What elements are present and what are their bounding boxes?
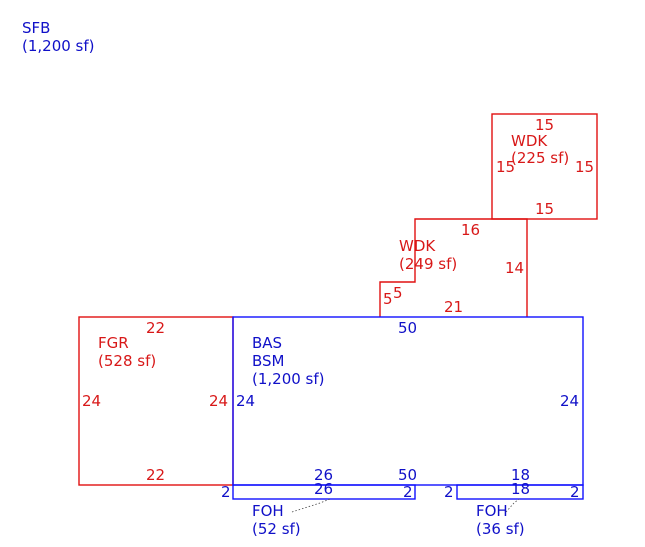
wdk-upper-dim-top: 15 bbox=[535, 116, 554, 134]
sfb-code: SFB bbox=[22, 19, 50, 37]
foh-right-leader bbox=[505, 498, 520, 513]
bas-dim-bottom-right: 18 bbox=[511, 466, 530, 484]
wdk-upper-dim-right: 15 bbox=[575, 158, 594, 176]
foh-right-dim-right: 2 bbox=[570, 483, 580, 501]
bsm-code: BSM bbox=[252, 352, 285, 370]
fgr-dim-top: 22 bbox=[146, 319, 165, 337]
foh-left-dim-right: 2 bbox=[403, 483, 413, 501]
fgr-dim-left: 24 bbox=[82, 392, 101, 410]
foh-right-code: FOH bbox=[476, 502, 508, 520]
bas-dim-right: 24 bbox=[560, 392, 579, 410]
bas-outline bbox=[232, 316, 584, 486]
fgr-code: FGR bbox=[98, 334, 129, 352]
wdk-upper-outline bbox=[491, 113, 598, 220]
wdk-lower-dim-bottom: 21 bbox=[444, 298, 463, 316]
bas-dim-bottom: 50 bbox=[398, 466, 417, 484]
foh-left-dim-left: 2 bbox=[221, 483, 231, 501]
fgr-dim-right: 24 bbox=[209, 392, 228, 410]
wdk-lower-outline bbox=[379, 218, 528, 317]
foh-left-dim-top: 26 bbox=[314, 480, 333, 498]
wdk-lower-dim-right: 14 bbox=[505, 259, 524, 277]
bas-dim-bottom-left: 26 bbox=[314, 466, 333, 484]
wdk-lower-dim-step-b: 5 bbox=[393, 284, 403, 302]
foh-left-area: (52 sf) bbox=[252, 520, 301, 538]
foh-right-dim-top: 18 bbox=[511, 480, 530, 498]
wdk-lower-code: WDK bbox=[399, 237, 436, 255]
sfb-area: (1,200 sf) bbox=[22, 37, 95, 55]
foh-left-code: FOH bbox=[252, 502, 284, 520]
wdk-lower-dim-step-a: 5 bbox=[383, 290, 393, 308]
foh-right-dim-left: 2 bbox=[444, 483, 454, 501]
fgr-area: (528 sf) bbox=[98, 352, 156, 370]
foh-right-outline bbox=[456, 484, 584, 500]
wdk-upper-code: WDK bbox=[511, 132, 548, 150]
bas-area: (1,200 sf) bbox=[252, 370, 325, 388]
bas-code: BAS bbox=[252, 334, 282, 352]
wdk-upper-dim-left: 15 bbox=[496, 158, 515, 176]
wdk-upper-dim-bottom: 15 bbox=[535, 200, 554, 218]
bas-dim-top: 50 bbox=[398, 319, 417, 337]
wdk-upper-area: (225 sf) bbox=[511, 149, 569, 167]
foh-left-leader bbox=[291, 498, 331, 513]
fgr-dim-bottom: 22 bbox=[146, 466, 165, 484]
bas-dim-left: 24 bbox=[236, 392, 255, 410]
foh-right-area: (36 sf) bbox=[476, 520, 525, 538]
foh-left-outline bbox=[232, 484, 416, 500]
wdk-lower-dim-top: 16 bbox=[461, 221, 480, 239]
wdk-lower-area: (249 sf) bbox=[399, 255, 457, 273]
